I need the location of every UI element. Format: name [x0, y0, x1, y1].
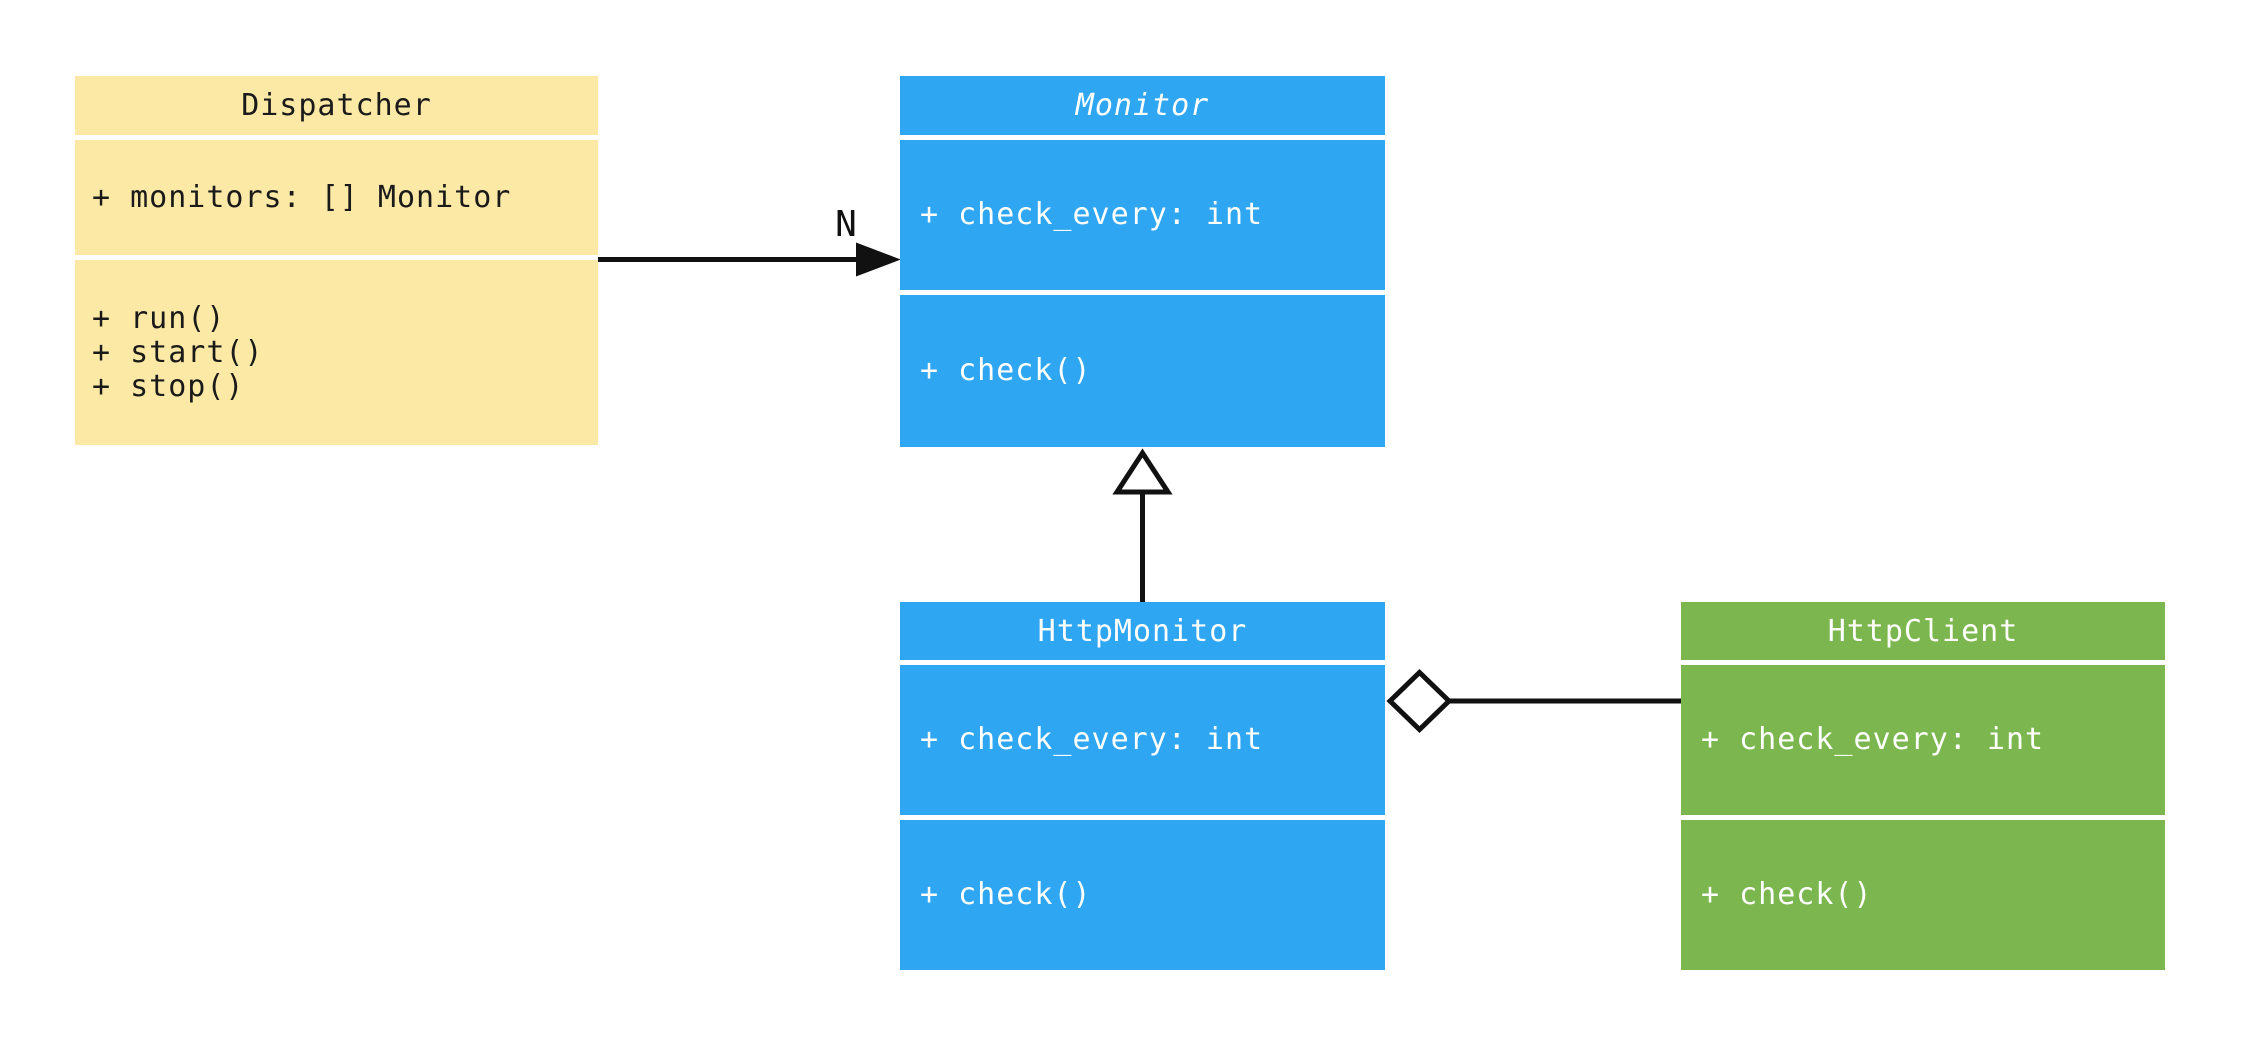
methods-section-dispatcher: + run() + start() + stop(): [75, 260, 598, 445]
attribute-row: + check_every: int: [920, 197, 1264, 232]
filled-arrowhead-icon: [856, 242, 901, 277]
attribute-row: + check_every: int: [920, 722, 1264, 757]
aggregation-connector: [1386, 669, 1681, 733]
methods-section-httpmonitor: + check(): [900, 820, 1385, 970]
method-row: + stop(): [92, 368, 245, 404]
methods-section-monitor: + check(): [900, 295, 1385, 447]
method-row: + check(): [920, 877, 1092, 912]
association-arrow: [598, 242, 901, 277]
attribute-row: + check_every: int: [1701, 722, 2045, 757]
class-box-httpmonitor: HttpMonitor + check_every: int + check(): [900, 602, 1385, 970]
method-row: + check(): [920, 353, 1092, 388]
method-row: + start(): [92, 334, 264, 370]
hollow-triangle-icon: [1112, 448, 1173, 495]
class-box-monitor: Monitor + check_every: int + check(): [900, 76, 1385, 447]
methods-section-httpclient: + check(): [1681, 820, 2165, 970]
hollow-diamond-icon: [1386, 669, 1453, 733]
attributes-section-httpmonitor: + check_every: int: [900, 665, 1385, 815]
class-box-httpclient: HttpClient + check_every: int + check(): [1681, 602, 2165, 970]
class-title-httpclient: HttpClient: [1681, 602, 2165, 660]
association-multiplicity-label: N: [835, 204, 857, 245]
class-title-monitor: Monitor: [900, 76, 1385, 135]
inheritance-arrow: [1112, 448, 1173, 602]
attributes-section-monitor: + check_every: int: [900, 140, 1385, 290]
class-title-dispatcher: Dispatcher: [75, 76, 598, 135]
method-row: + check(): [1701, 877, 1873, 912]
class-box-dispatcher: Dispatcher + monitors: [] Monitor + run(…: [75, 76, 598, 445]
attributes-section-dispatcher: + monitors: [] Monitor: [75, 140, 598, 255]
attribute-row: + monitors: [] Monitor: [92, 179, 512, 215]
attributes-section-httpclient: + check_every: int: [1681, 665, 2165, 815]
class-title-httpmonitor: HttpMonitor: [900, 602, 1385, 660]
method-row: + run(): [92, 300, 226, 336]
